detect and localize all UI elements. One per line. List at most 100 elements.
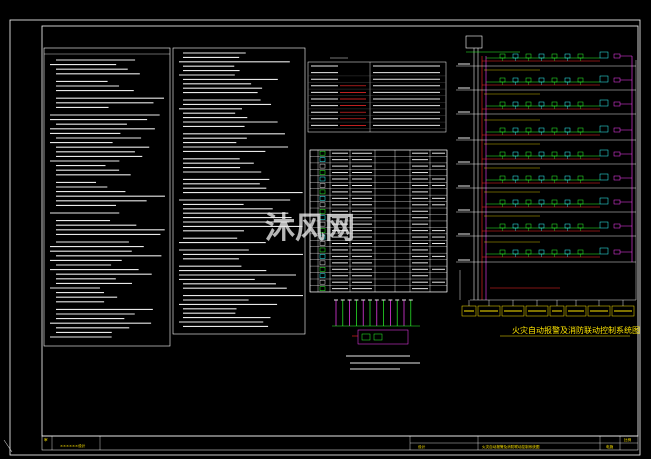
equipment-symbol [319,267,326,272]
field-device [564,223,571,229]
floor-module [599,247,609,255]
field-device [538,223,545,229]
field-device [512,101,519,107]
legend-table-top [307,57,447,133]
field-device [538,77,545,83]
equipment-symbol [319,254,326,259]
field-device [577,199,584,205]
floor-module [599,149,609,157]
field-device [525,175,532,181]
field-device [499,249,506,255]
field-device [512,199,519,205]
field-device [564,249,571,255]
field-device [551,77,558,83]
fire-alarm-riser-diagram [456,35,637,301]
title-block: 审 ××××××设计 设计 火灾自动报警及消防联动控制系统图 电施 比例 [41,435,639,451]
floor-module [613,101,621,107]
equipment-symbol [319,170,326,175]
field-device [512,77,519,83]
floor-module [613,249,621,255]
field-device [525,223,532,229]
field-device [512,53,519,59]
field-device [538,151,545,157]
field-device [577,175,584,181]
field-device [538,127,545,133]
equipment-symbol [319,260,326,266]
floor-module [599,221,609,229]
outer-frame [9,19,641,456]
field-device [525,151,532,157]
field-device [551,223,558,229]
field-device [538,175,545,181]
design-notes-column-2 [172,47,306,335]
field-device [499,77,506,83]
field-device [551,53,558,59]
field-device [577,53,584,59]
floor-module [613,223,621,229]
equipment-symbol [319,189,326,195]
controller-wiring-detail [332,299,420,370]
equipment-symbol [319,221,326,227]
crop-mark-bottom-left [3,439,13,453]
floor-module [599,51,609,59]
field-device [564,127,571,133]
field-device [512,223,519,229]
field-device [564,175,571,181]
title-block-project: 火灾自动报警及消防联动控制系统图 [482,444,540,449]
floor-module [613,199,621,205]
field-device [551,101,558,107]
title-block-design-company: ××××××设计 [60,443,86,448]
field-device [577,101,584,107]
floor-module [613,175,621,181]
floor-module [613,77,621,83]
equipment-symbol [319,286,326,291]
equipment-symbol [319,234,326,240]
equipment-symbol [319,157,326,162]
field-device [551,151,558,157]
design-notes-column-1 [43,47,171,347]
equipment-symbol [319,279,326,285]
field-device [512,151,519,157]
floor-module [613,53,621,59]
controller-box [357,329,409,345]
field-device [538,101,545,107]
floor-module [613,127,621,133]
field-device [564,151,571,157]
watermark: 沐风网 [265,211,355,246]
field-device [525,249,532,255]
field-device [499,223,506,229]
equipment-symbol [319,247,326,253]
equipment-symbol [319,228,326,233]
controller-port [373,333,383,341]
field-device [577,151,584,157]
field-device [499,101,506,107]
field-device [551,249,558,255]
field-device [564,77,571,83]
equipment-symbol [319,209,326,214]
title-block-review: 审 [44,437,48,442]
field-device [577,223,584,229]
field-device [538,53,545,59]
floor-module [613,151,621,157]
field-device [525,101,532,107]
equipment-table [309,149,448,293]
field-device [577,127,584,133]
field-device [525,199,532,205]
floor-module [599,125,609,133]
field-device [577,77,584,83]
equipment-symbol [319,196,326,201]
field-device [499,127,506,133]
field-device [551,127,558,133]
field-device [564,101,571,107]
control-room-equipment-row [461,300,635,317]
equipment-symbol [319,273,326,278]
field-device [525,127,532,133]
field-device [499,151,506,157]
title-block-designer: 设计 [418,444,426,449]
equipment-symbol [319,183,326,188]
field-device [512,175,519,181]
field-device [512,249,519,255]
floor-module [599,99,609,107]
floor-module [599,173,609,181]
